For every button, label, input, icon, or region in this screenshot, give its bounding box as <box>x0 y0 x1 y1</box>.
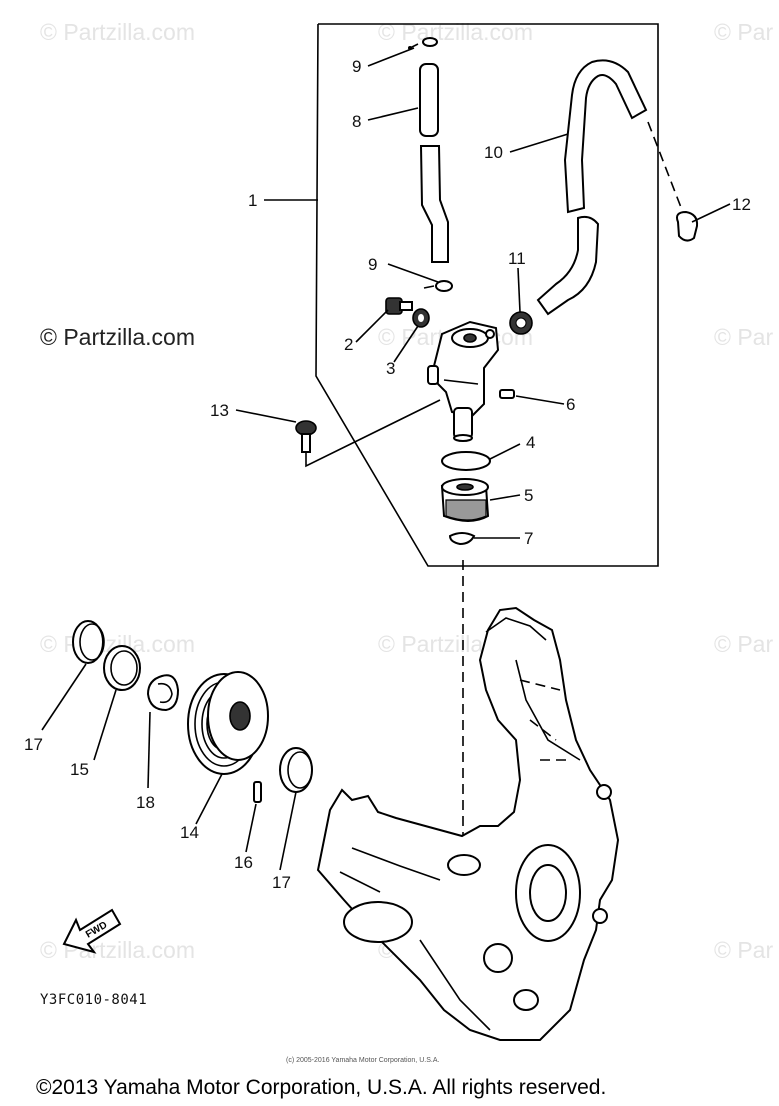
callout-11: 11 <box>508 249 526 268</box>
watermark: © Partzilla.com <box>40 937 195 963</box>
callout-2: 2 <box>344 335 353 354</box>
hose-part-10 <box>536 59 648 316</box>
circlip-part-7 <box>448 532 476 546</box>
crankcase <box>316 606 620 1041</box>
callout-14: 14 <box>180 823 199 842</box>
footer-copyright: ©2013 Yamaha Motor Corporation, U.S.A. A… <box>36 1076 606 1099</box>
ring-part-17-left <box>72 620 105 664</box>
o-ring-part-4 <box>441 451 491 471</box>
fwd-arrow: FWD <box>62 908 122 954</box>
callout-18: 18 <box>136 793 155 812</box>
callout-3: 3 <box>386 359 395 378</box>
watermark: © Par <box>714 19 773 45</box>
watermark: © Partzilla.com <box>378 19 533 45</box>
leader-13 <box>305 399 441 468</box>
hose-part-8 <box>419 63 449 263</box>
clip-part-9-top <box>408 37 438 50</box>
pulley-part-14 <box>187 671 269 775</box>
bushing-part-11 <box>509 311 533 335</box>
callout-5: 5 <box>524 486 533 505</box>
callout-17: 17 <box>24 735 43 754</box>
guide-line <box>647 121 683 211</box>
callout-6: 6 <box>566 395 575 414</box>
leader-lines <box>41 47 731 871</box>
callout-8: 8 <box>352 112 361 131</box>
watermark: © Par <box>714 324 773 350</box>
callout-13: 13 <box>210 401 229 420</box>
callout-17: 17 <box>272 873 291 892</box>
clip-part-9-lower <box>423 280 453 292</box>
callout-4: 4 <box>526 433 535 452</box>
washer-part-15 <box>103 645 141 691</box>
callout-9: 9 <box>368 255 377 274</box>
screw-part-13 <box>295 420 317 453</box>
assembly-outline <box>315 23 659 567</box>
callout-10: 10 <box>484 143 503 162</box>
oil-pump-body <box>427 320 500 442</box>
callout-1: 1 <box>248 191 257 210</box>
callout-9: 9 <box>352 57 361 76</box>
pin-part-6 <box>499 389 515 399</box>
gear-part-5 <box>440 478 490 522</box>
callout-12: 12 <box>732 195 751 214</box>
callout-15: 15 <box>70 760 89 779</box>
callout-7: 7 <box>524 529 533 548</box>
watermark: © Partzilla.com <box>40 19 195 45</box>
callout-16: 16 <box>234 853 253 872</box>
callout-labels: 1 2 3 4 5 6 7 8 9 9 10 11 12 13 14 15 16… <box>24 57 751 892</box>
pin-part-16 <box>253 781 262 803</box>
ring-part-17-right <box>279 747 313 793</box>
clip-part-18 <box>146 674 180 712</box>
watermark: © Par <box>714 937 773 963</box>
small-copyright: (c) 2005-2016 Yamaha Motor Corporation, … <box>286 1057 439 1064</box>
watermark-center: © Partzilla.com <box>40 324 195 350</box>
watermark: © Par <box>714 631 773 657</box>
diagram-code: Y3FC010-8041 <box>40 992 147 1008</box>
washer-part-3 <box>412 308 430 328</box>
screw-part-2 <box>385 297 413 315</box>
cap-part-12 <box>676 210 699 242</box>
